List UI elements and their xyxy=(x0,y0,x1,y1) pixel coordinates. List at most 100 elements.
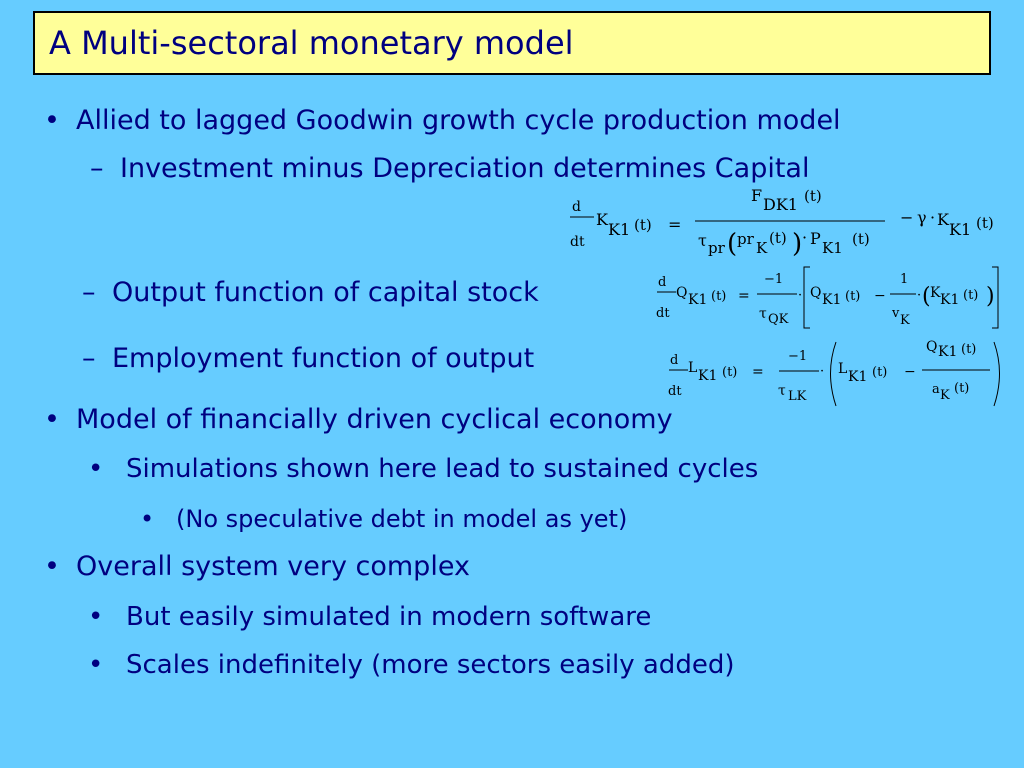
list-item: • Overall system very complex xyxy=(44,550,470,584)
eq-sub: K1 xyxy=(822,239,843,257)
bullet-marker: • xyxy=(88,602,104,632)
eq-Q: Q xyxy=(926,339,937,355)
eq-tau: τ xyxy=(759,306,767,322)
eq-dt: dt xyxy=(656,306,670,321)
list-item: • Scales indefinitely (more sectors easi… xyxy=(88,648,734,682)
eq-arg: (t) xyxy=(954,381,969,396)
bullet-text: Overall system very complex xyxy=(76,551,470,582)
eq-minus: − xyxy=(900,208,913,227)
eq-d: d xyxy=(572,199,581,215)
eq-arg: (t) xyxy=(961,342,976,357)
eq-arg: (t) xyxy=(804,187,822,205)
list-item: – Employment function of output xyxy=(82,342,534,376)
list-item: • (No speculative debt in model as yet) xyxy=(140,502,627,536)
eq-sub: K1 xyxy=(949,220,971,239)
eq-arg: (t) xyxy=(976,214,994,232)
eq-arg: (t) xyxy=(845,289,860,304)
eq-sub: QK xyxy=(768,312,789,327)
eq-paren: ) xyxy=(986,284,995,309)
bullet-marker: • xyxy=(88,650,104,680)
list-item: – Output function of capital stock xyxy=(82,276,539,310)
output-equation: d dt Q K1 (t) = −1 τ QK · Q K1 (t) − 1 v… xyxy=(656,266,999,329)
eq-dot: · xyxy=(930,208,935,227)
list-item: • Model of financially driven cyclical e… xyxy=(44,403,673,437)
eq-K: K xyxy=(937,210,950,229)
eq-dt: dt xyxy=(570,234,585,250)
eq-sub: K1 xyxy=(698,368,717,384)
eq-L: L xyxy=(688,360,697,376)
list-item: • Simulations shown here lead to sustain… xyxy=(88,452,758,486)
eq-arg: (t) xyxy=(769,229,787,247)
bullet-text: (No speculative debt in model as yet) xyxy=(176,505,628,533)
eq-sub: K1 xyxy=(940,292,959,308)
dash-marker: – xyxy=(82,277,96,308)
eq-neg1: −1 xyxy=(788,349,807,364)
bullet-marker: • xyxy=(140,505,155,533)
bullet-marker: • xyxy=(44,404,60,435)
eq-dot: · xyxy=(802,228,807,247)
title-box: A Multi-sectoral monetary model xyxy=(33,11,991,75)
eq-d: d xyxy=(658,275,666,290)
eq-sub: K1 xyxy=(822,292,841,308)
eq-sub: K1 xyxy=(688,292,707,308)
eq-arg: (t) xyxy=(722,365,737,380)
eq-sub: K1 xyxy=(938,344,957,360)
eq-equals: = xyxy=(738,288,750,304)
eq-sub: K xyxy=(900,313,910,328)
eq-sub: DK1 xyxy=(763,195,798,214)
eq-arg: (t) xyxy=(634,216,652,234)
bullet-text: Allied to lagged Goodwin growth cycle pr… xyxy=(76,105,841,136)
eq-sub: pr xyxy=(708,239,726,257)
bullet-text: But easily simulated in modern software xyxy=(126,602,652,632)
eq-tau: τ xyxy=(778,383,786,399)
dash-marker: – xyxy=(90,153,104,184)
eq-K: K xyxy=(930,285,941,301)
bullet-text: Employment function of output xyxy=(112,343,535,374)
eq-Q: Q xyxy=(676,285,687,301)
bullet-text: Investment minus Depreciation determines… xyxy=(120,153,810,184)
eq-dot: · xyxy=(917,288,921,303)
eq-d: d xyxy=(670,353,678,368)
eq-equals: = xyxy=(668,215,681,234)
bullet-text: Simulations shown here lead to sustained… xyxy=(126,454,759,484)
eq-arg: (t) xyxy=(963,288,978,303)
eq-paren: ( xyxy=(727,229,737,259)
eq-a: a xyxy=(932,382,940,397)
eq-minus: − xyxy=(874,288,886,304)
eq-sub: K1 xyxy=(608,220,630,239)
dash-marker: – xyxy=(82,343,96,374)
eq-F: F xyxy=(751,186,762,205)
eq-pr: pr xyxy=(737,230,755,248)
eq-sub: K xyxy=(756,239,768,257)
capital-equation: d dt K K1 (t) = F DK1 (t) τ pr ( pr K (t… xyxy=(570,186,994,259)
bullet-text: Model of financially driven cyclical eco… xyxy=(76,404,673,435)
eq-gamma: γ xyxy=(917,208,927,227)
eq-L: L xyxy=(838,361,847,377)
eq-dot: · xyxy=(798,288,802,303)
bullet-text: Scales indefinitely (more sectors easily… xyxy=(126,650,735,680)
eq-arg: (t) xyxy=(852,230,870,248)
eq-paren: ( xyxy=(922,284,931,309)
eq-K: K xyxy=(596,210,609,229)
bullet-marker: • xyxy=(44,551,60,582)
eq-sub: LK xyxy=(788,389,807,404)
eq-paren: ) xyxy=(792,229,802,259)
eq-arg: (t) xyxy=(872,365,887,380)
bullet-marker: • xyxy=(44,105,60,136)
list-item: • Allied to lagged Goodwin growth cycle … xyxy=(44,104,841,138)
eq-dt: dt xyxy=(668,384,682,399)
eq-dot: · xyxy=(820,364,824,379)
employment-equation: d dt L K1 (t) = −1 τ LK · L K1 (t) − Q K… xyxy=(668,339,1000,407)
eq-neg1: −1 xyxy=(764,272,783,287)
eq-arg: (t) xyxy=(711,289,726,304)
bullet-marker: • xyxy=(88,454,104,484)
list-item: • But easily simulated in modern softwar… xyxy=(88,600,651,634)
eq-P: P xyxy=(810,229,821,248)
eq-equals: = xyxy=(752,364,764,380)
bullet-text: Output function of capital stock xyxy=(112,277,539,308)
eq-one: 1 xyxy=(900,272,908,287)
eq-minus: − xyxy=(904,364,916,380)
eq-sub: K1 xyxy=(848,369,867,385)
list-item: – Investment minus Depreciation determin… xyxy=(90,152,809,186)
eq-v: v xyxy=(891,306,900,321)
